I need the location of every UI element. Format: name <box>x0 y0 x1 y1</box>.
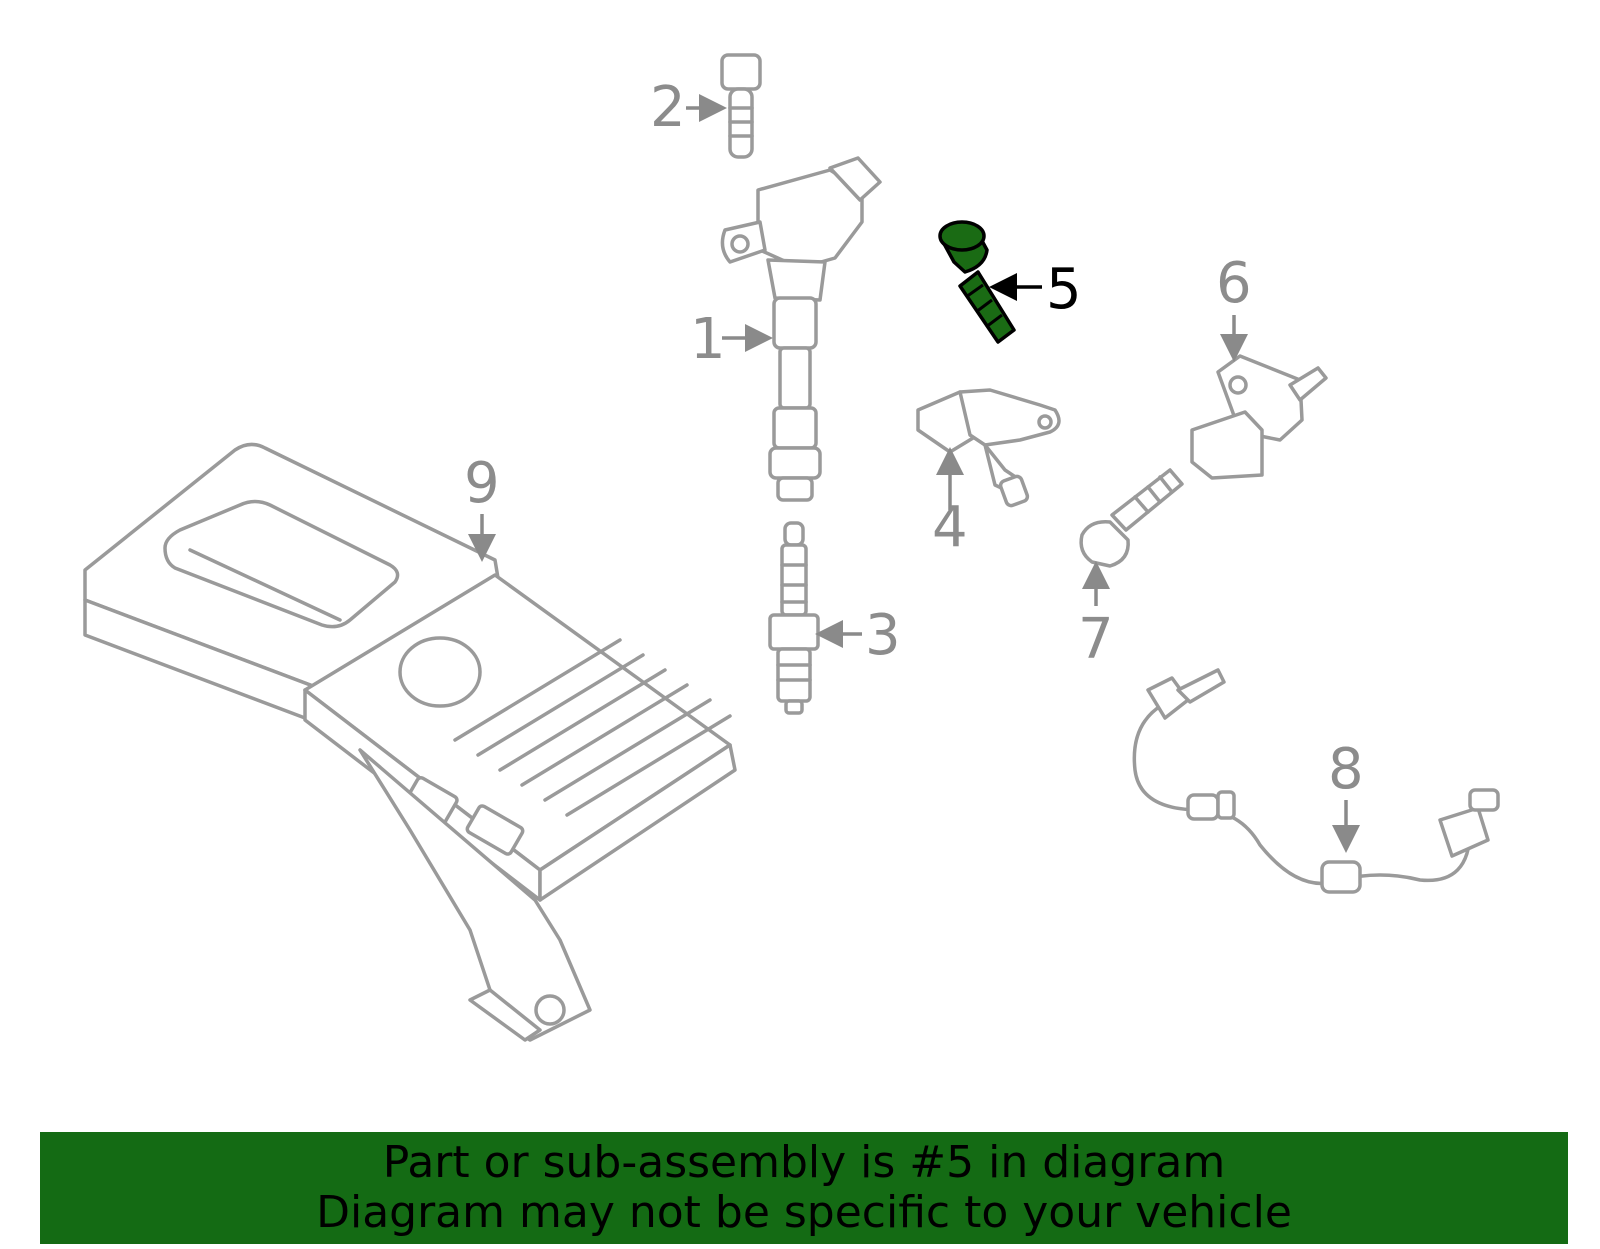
part-1-ignition-coil[interactable] <box>720 156 882 502</box>
callout-3: 3 <box>865 603 901 668</box>
banner-line-2: Diagram may not be specific to your vehi… <box>316 1187 1292 1238</box>
part-3-spark-plug[interactable] <box>768 521 820 715</box>
banner-line-1: Part or sub-assembly is #5 in diagram <box>382 1137 1226 1188</box>
callout-4: 4 <box>932 495 968 560</box>
callout-1: 1 <box>690 307 726 372</box>
part-8-harness[interactable] <box>1132 668 1500 894</box>
part-9-control-module[interactable] <box>83 442 737 1042</box>
part-7-bolt[interactable] <box>1079 468 1184 568</box>
part-6-sensor[interactable] <box>1190 354 1328 480</box>
callout-8: 8 <box>1328 737 1364 802</box>
part-4-sensor[interactable] <box>916 388 1061 508</box>
callout-9: 9 <box>464 451 500 516</box>
callout-6: 6 <box>1216 251 1252 316</box>
part-2-bolt[interactable] <box>720 53 762 159</box>
leader-arrows <box>468 94 1360 853</box>
callout-7: 7 <box>1078 607 1114 672</box>
callout-2: 2 <box>650 75 686 140</box>
part-5-bolt-highlighted[interactable] <box>938 220 1016 344</box>
info-banner: Part or sub-assembly is #5 in diagram Di… <box>40 1132 1568 1244</box>
callout-5: 5 <box>1046 257 1082 322</box>
